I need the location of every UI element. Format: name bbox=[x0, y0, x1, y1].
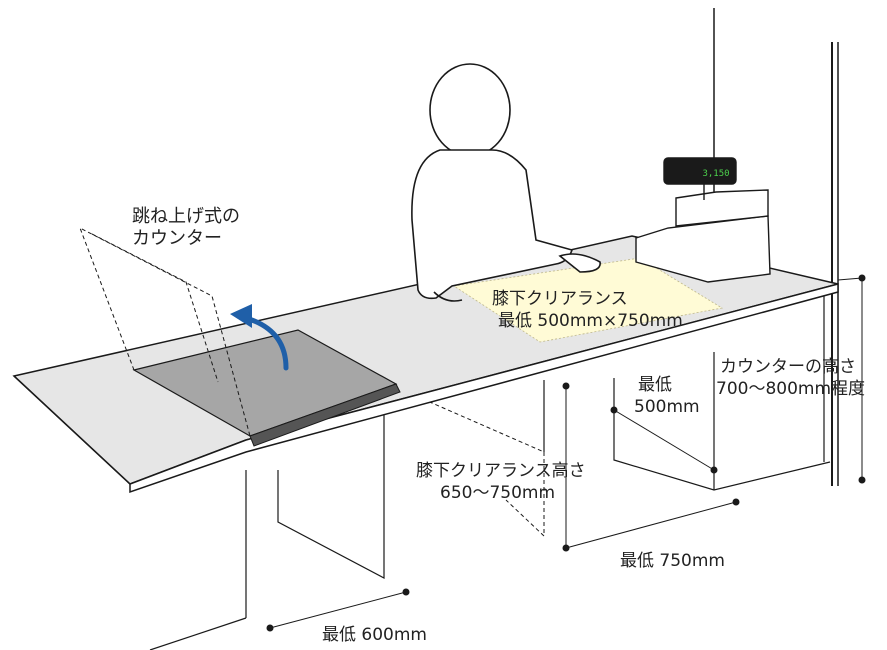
label-knee-height-1: 膝下クリアランス高さ bbox=[416, 461, 586, 481]
label-min-500-2: 500mm bbox=[634, 397, 700, 417]
label-min-500-1: 最低 bbox=[638, 375, 672, 395]
dimension-dots bbox=[266, 274, 866, 632]
label-flip-counter-1: 跳ね上げ式の bbox=[132, 206, 240, 227]
label-counter-height-2: 700〜800mm程度 bbox=[716, 379, 865, 399]
label-min-600: 最低 600mm bbox=[322, 625, 427, 645]
label-knee-clearance-1: 膝下クリアランス bbox=[492, 289, 628, 309]
wall bbox=[831, 42, 839, 486]
cash-register-icon bbox=[635, 157, 771, 283]
person-outline-icon bbox=[411, 63, 601, 302]
label-counter-height-1: カウンターの高さ bbox=[720, 357, 856, 377]
label-knee-clearance-2: 最低 500mm×750mm bbox=[498, 311, 683, 331]
label-knee-height-2: 650〜750mm bbox=[440, 483, 555, 503]
register-display-value: 3,150 bbox=[702, 169, 729, 179]
label-min-750: 最低 750mm bbox=[620, 551, 725, 571]
dimension-lines bbox=[269, 277, 863, 629]
curved-arrow-up-icon bbox=[230, 304, 289, 371]
label-flip-counter-2: カウンター bbox=[132, 228, 222, 249]
flip-panel bbox=[79, 226, 401, 447]
